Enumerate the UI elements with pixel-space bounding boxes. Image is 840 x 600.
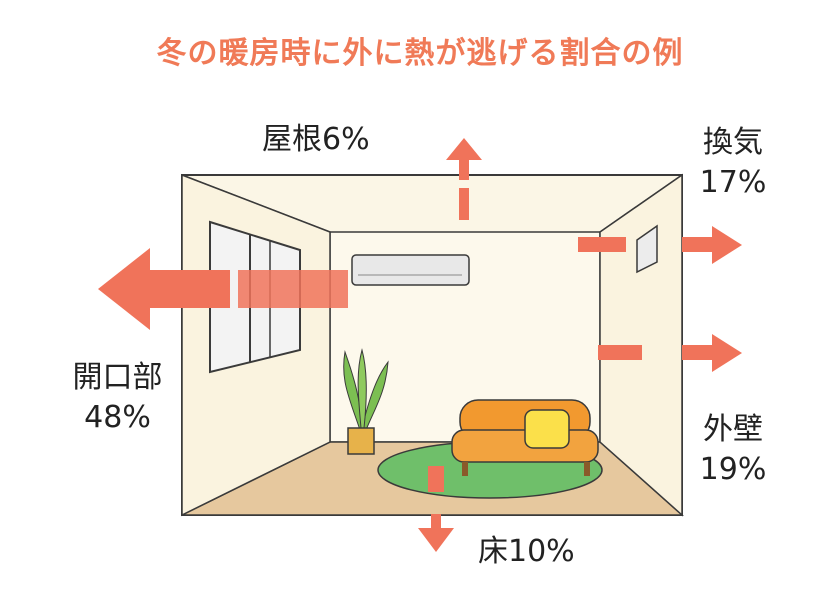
- label-floor: 床10%: [478, 532, 575, 572]
- label-opening-name: 開口部: [72, 360, 163, 395]
- label-opening: 開口部 48%: [65, 358, 170, 438]
- cushion: [524, 409, 570, 449]
- arrow-floor: [418, 466, 454, 552]
- sofa: [451, 399, 599, 476]
- air-conditioner: [351, 254, 470, 286]
- heat-arrows: [98, 138, 742, 552]
- arrow-ventilation: [578, 226, 742, 264]
- label-roof-name: 屋根: [262, 122, 322, 157]
- label-outer-wall-value: 19%: [699, 452, 767, 487]
- label-ventilation: 換気 17%: [697, 123, 769, 203]
- label-ventilation-name: 換気: [703, 125, 763, 160]
- diagram-title: 冬の暖房時に外に熱が逃げる割合の例: [156, 36, 684, 71]
- ventilation-fan: [636, 224, 658, 274]
- label-floor-value: 10%: [508, 534, 575, 569]
- arrow-opening: [98, 248, 348, 330]
- label-roof-value: 6%: [322, 122, 370, 157]
- label-floor-name: 床: [478, 534, 508, 569]
- label-ventilation-value: 17%: [699, 165, 767, 200]
- arrow-roof: [446, 138, 482, 220]
- label-roof: 屋根6%: [262, 120, 370, 160]
- potted-plant: [343, 348, 389, 455]
- label-outer-wall-name: 外壁: [703, 412, 763, 447]
- arrow-outer-wall: [598, 334, 742, 372]
- label-outer-wall: 外壁 19%: [696, 410, 770, 490]
- label-opening-value: 48%: [84, 400, 151, 435]
